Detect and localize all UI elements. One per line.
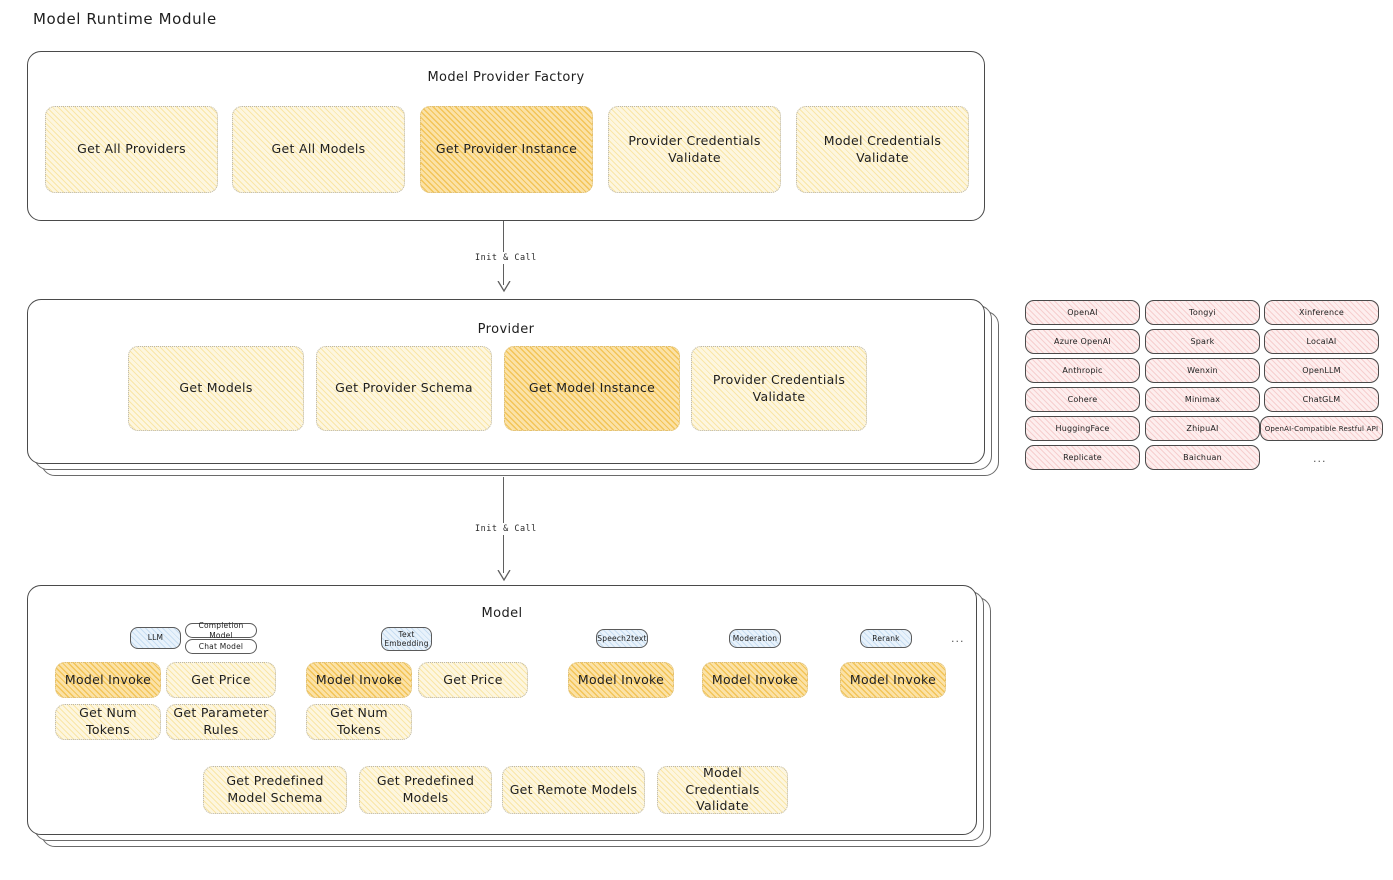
provider-item-get-model-instance[interactable]: Get Model Instance: [504, 346, 680, 431]
model-type-badge-text-embedding[interactable]: Text Embedding: [381, 627, 432, 651]
text-embedding-method-model-invoke[interactable]: Model Invoke: [306, 662, 412, 698]
provider-vendor-cohere[interactable]: Cohere: [1025, 387, 1140, 412]
factory-item-get-all-models[interactable]: Get All Models: [232, 106, 405, 193]
provider-vendor-replicate[interactable]: Replicate: [1025, 445, 1140, 470]
arrow-head-icon: [497, 281, 511, 293]
provider-vendor-openllm[interactable]: OpenLLM: [1264, 358, 1379, 383]
llm-method-get-num-tokens[interactable]: Get Num Tokens: [55, 704, 161, 740]
arrow-label-init-and-call-2: Init & Call: [471, 523, 541, 535]
provider-vendor-baichuan[interactable]: Baichuan: [1145, 445, 1260, 470]
model-subtype-badge-chat-model[interactable]: Chat Model: [185, 639, 257, 654]
provider-vendor-spark[interactable]: Spark: [1145, 329, 1260, 354]
arrow-label-init-and-call-1: Init & Call: [471, 252, 541, 264]
model-provider-factory-title: Model Provider Factory: [427, 70, 585, 85]
provider-vendor-openai[interactable]: OpenAI: [1025, 300, 1140, 325]
factory-item-provider-credentials-validate[interactable]: Provider Credentials Validate: [608, 106, 781, 193]
provider-item-get-provider-schema[interactable]: Get Provider Schema: [316, 346, 492, 431]
provider-vendor-azure-openai[interactable]: Azure OpenAI: [1025, 329, 1140, 354]
arrow-head-icon: [497, 570, 511, 582]
provider-vendor-openai-compatible-restful-api[interactable]: OpenAI-Compatible Restful API: [1260, 416, 1383, 441]
provider-item-get-models[interactable]: Get Models: [128, 346, 304, 431]
model-shared-method-get-predefined-model-schema[interactable]: Get Predefined Model Schema: [203, 766, 347, 814]
provider-vendor-huggingface[interactable]: HuggingFace: [1025, 416, 1140, 441]
speech2text-method-model-invoke[interactable]: Model Invoke: [568, 662, 674, 698]
factory-item-get-provider-instance[interactable]: Get Provider Instance: [420, 106, 593, 193]
provider-vendor-xinference[interactable]: Xinference: [1264, 300, 1379, 325]
provider-vendor-wenxin[interactable]: Wenxin: [1145, 358, 1260, 383]
provider-vendor-localai[interactable]: LocalAI: [1264, 329, 1379, 354]
model-type-badge-llm[interactable]: LLM: [130, 627, 181, 649]
provider-vendor-zhipuai[interactable]: ZhipuAI: [1145, 416, 1260, 441]
provider-item-provider-credentials-validate[interactable]: Provider Credentials Validate: [691, 346, 867, 431]
model-type-badge-speech2text[interactable]: Speech2text: [596, 629, 648, 648]
model-subtype-badge-completion-model[interactable]: Completion Model: [185, 621, 257, 640]
moderation-method-model-invoke[interactable]: Model Invoke: [702, 662, 808, 698]
provider-vendor-anthropic[interactable]: Anthropic: [1025, 358, 1140, 383]
provider-vendor-chatglm[interactable]: ChatGLM: [1264, 387, 1379, 412]
provider-vendor-more: ...: [1313, 452, 1327, 465]
provider-vendor-tongyi[interactable]: Tongyi: [1145, 300, 1260, 325]
text-embedding-method-get-num-tokens[interactable]: Get Num Tokens: [306, 704, 412, 740]
model-type-more: ...: [951, 632, 965, 645]
page-title: Model Runtime Module: [33, 10, 217, 28]
model-shared-method-model-credentials-validate[interactable]: Model Credentials Validate: [657, 765, 788, 814]
factory-item-get-all-providers[interactable]: Get All Providers: [45, 106, 218, 193]
llm-method-get-parameter-rules[interactable]: Get Parameter Rules: [166, 704, 276, 740]
model-type-badge-moderation[interactable]: Moderation: [729, 629, 781, 648]
model-type-badge-rerank[interactable]: Rerank: [860, 629, 912, 648]
provider-vendor-minimax[interactable]: Minimax: [1145, 387, 1260, 412]
llm-method-get-price[interactable]: Get Price: [166, 662, 276, 698]
model-shared-method-get-remote-models[interactable]: Get Remote Models: [502, 766, 645, 814]
llm-method-model-invoke[interactable]: Model Invoke: [55, 662, 161, 698]
text-embedding-method-get-price[interactable]: Get Price: [418, 662, 528, 698]
model-shared-method-get-predefined-models[interactable]: Get Predefined Models: [359, 766, 492, 814]
provider-title: Provider: [477, 322, 535, 337]
model-title: Model: [481, 606, 523, 621]
factory-item-model-credentials-validate[interactable]: Model Credentials Validate: [796, 106, 969, 193]
rerank-method-model-invoke[interactable]: Model Invoke: [840, 662, 946, 698]
